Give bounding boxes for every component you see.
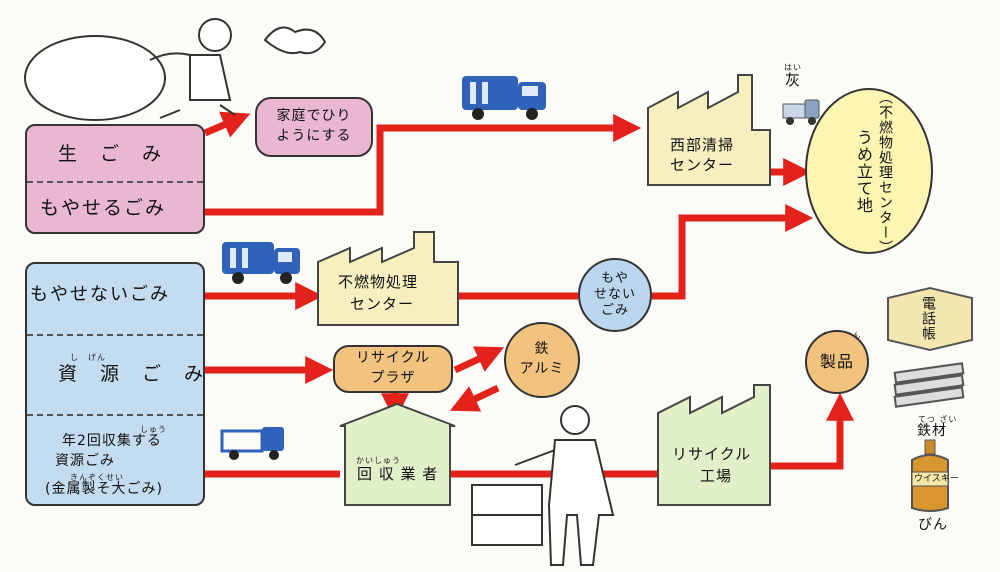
flow-arrows	[203, 111, 854, 478]
bottle-label: ウイスキー	[914, 474, 959, 484]
source-nen2-line2: 資源ごみ	[55, 453, 115, 469]
node-seibu-line2: センター	[670, 156, 735, 174]
small-truck-icon	[782, 99, 820, 125]
furigana-kaishu: かいしゅう	[356, 456, 401, 465]
label-hai: 灰	[785, 71, 802, 89]
node-katei: 家庭でひり ようにする	[255, 97, 373, 157]
node-moyasenai-circle: もや せない ごみ	[578, 258, 652, 332]
arrow-namagomi-katei	[203, 111, 251, 138]
truck-icon	[220, 427, 284, 460]
node-seihin: 製品	[805, 330, 869, 394]
node-kaishu-label: 回 収 業 者	[357, 465, 439, 483]
truck-icon	[222, 242, 300, 284]
source-group-shigen	[25, 262, 205, 506]
node-funen-line2: センター	[350, 295, 415, 313]
product-tetsuzai: 鉄材	[917, 423, 947, 439]
furigana-kinzoku: きんぞくせい	[70, 473, 124, 482]
node-seibu-line1: 西部清掃	[670, 136, 735, 154]
node-tetsu-label: 鉄 アルミ	[519, 341, 565, 377]
arrow-circle-umetate	[652, 204, 814, 300]
furigana-hai: はい	[784, 63, 802, 72]
furigana-shu: しゅう	[140, 425, 167, 434]
arrow-moyaseru-seibu	[205, 114, 642, 216]
phonebook-icon	[887, 286, 973, 352]
node-seihin-label: 製品	[819, 351, 854, 371]
factory-recycle-kojo	[657, 384, 771, 506]
source-shigen-gomi: 資 源 ご み	[58, 363, 206, 385]
worker-illustration	[471, 405, 615, 566]
person-with-garbage-illustration	[24, 18, 327, 121]
product-denwacho: 電話帳	[920, 296, 936, 341]
bottle-icon	[911, 439, 949, 512]
house-kaishu	[339, 402, 456, 506]
node-plaza-line2: プラザ	[370, 370, 416, 386]
steel-bars-icon	[893, 362, 965, 408]
source-nen2-line1: 年2回収集する	[62, 433, 162, 449]
node-funen-line1: 不燃物処理	[338, 273, 419, 291]
factory-funen	[317, 231, 459, 326]
factory-seibu	[647, 74, 771, 186]
product-bin: びん	[918, 517, 948, 533]
node-umetate-label: うめ立て地	[854, 128, 873, 214]
arrow-plaza-tetsu	[453, 346, 505, 374]
node-kojo-line1: リサイクル	[672, 445, 752, 463]
divider	[27, 181, 203, 183]
divider	[27, 334, 203, 336]
arrow-kojo-seihin	[770, 392, 854, 470]
source-nama-gomi: 生 ご み	[58, 143, 164, 165]
source-nen2-line3: (金属製そ大ごみ)	[45, 481, 163, 497]
furigana-tetsuzai: てつ ざい	[918, 415, 958, 424]
truck-icon	[462, 76, 546, 120]
furigana-shigen: し げん	[70, 353, 106, 362]
node-moyasenai-label: もや せない ごみ	[593, 270, 636, 319]
node-tetsu-alumi: 鉄 アルミ	[504, 322, 580, 398]
node-recycle-plaza: リサイクル プラザ	[333, 345, 453, 393]
source-moyaseru-gomi: もやせるごみ	[40, 197, 167, 219]
node-katei-label: 家庭でひり ようにする	[276, 108, 352, 144]
source-group-moyaseru	[25, 124, 205, 234]
node-kojo-line2: 工場	[700, 467, 733, 485]
source-moyasenai-gomi: もやせないごみ	[30, 284, 170, 305]
divider	[27, 414, 203, 416]
arrow-tetsu-back	[449, 384, 500, 412]
node-umetate-sub: （不燃物処理センター）	[877, 90, 893, 255]
node-plaza-line1: リサイクル	[355, 350, 431, 367]
node-umetate: うめ立て地 （不燃物処理センター）	[805, 88, 933, 255]
